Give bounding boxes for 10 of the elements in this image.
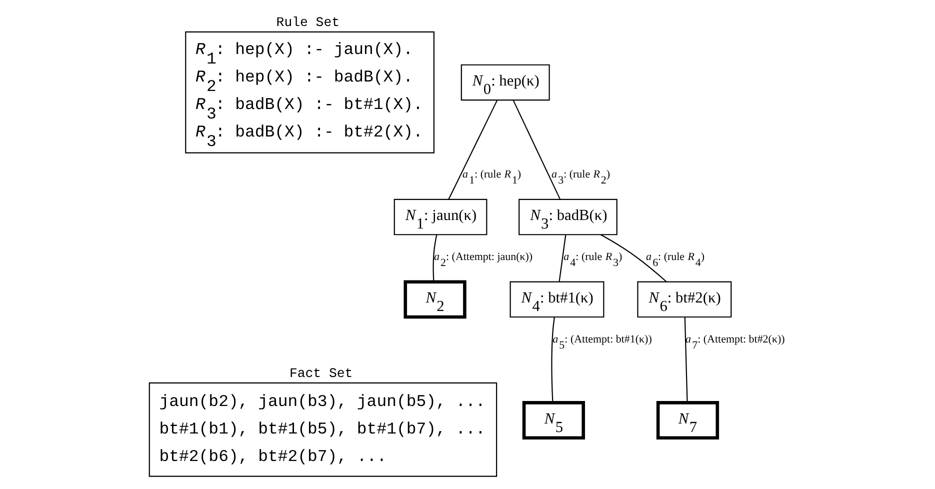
node-box: jaun(b2), jaun(b3), jaun(b5), ... bt#1(b1), bt#1(b5), bt#1(b7), ... bt#2(b6), bt#2(b7), ... [148,382,497,477]
connector [558,234,566,282]
node-label: Fact Set [288,366,352,381]
node-label: Rule Set [276,14,340,30]
connector [550,317,554,403]
connector [512,100,560,200]
connector [432,234,437,282]
connector [684,317,688,402]
connector [600,234,666,282]
connector [448,100,498,200]
